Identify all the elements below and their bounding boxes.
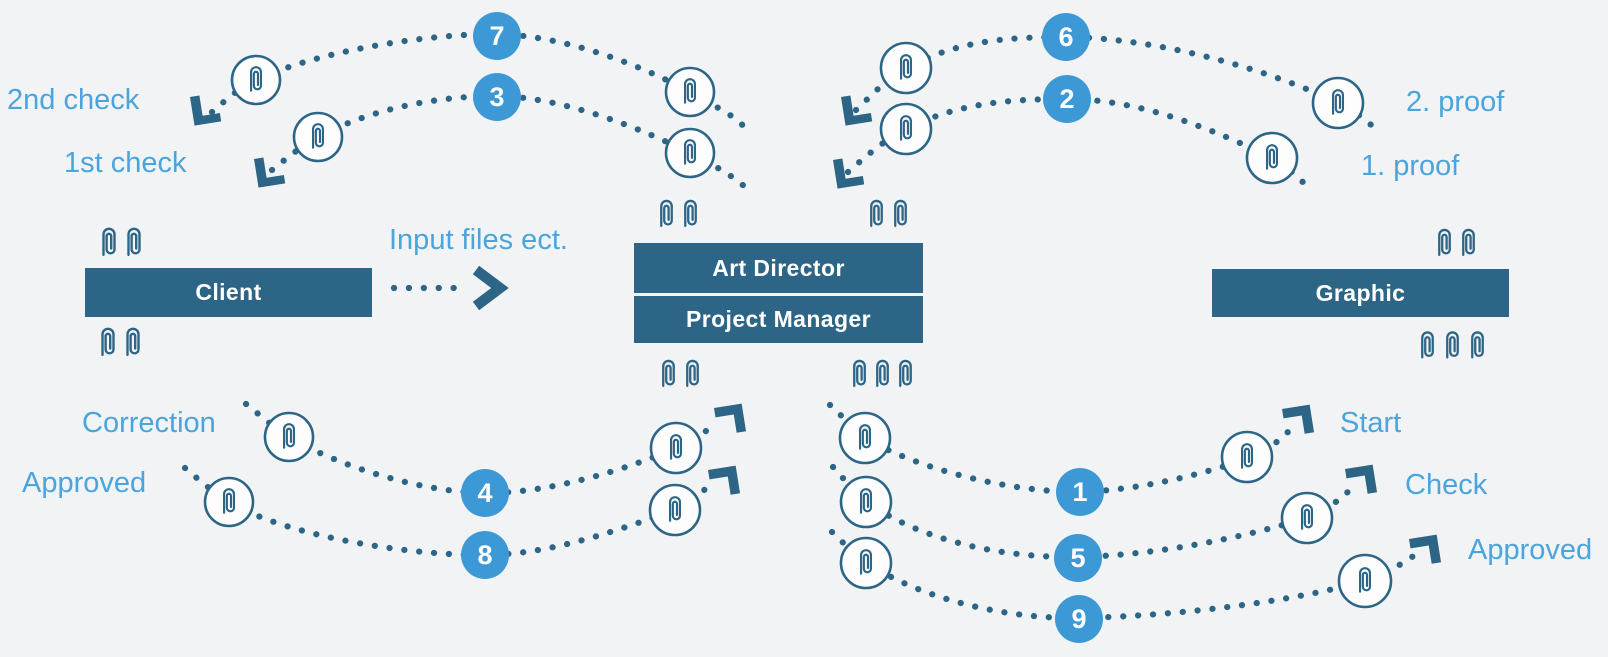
paperclip-badge-icon xyxy=(230,54,282,106)
paperclip-group-projectmanager-bottom-left xyxy=(662,359,699,388)
label-check: Check xyxy=(1405,469,1488,501)
label-input-files: Input files ect. xyxy=(389,224,568,256)
paperclip-icon xyxy=(126,327,140,357)
paperclip-badge-icon xyxy=(879,41,933,95)
paperclip-badge-icon xyxy=(1311,76,1365,130)
paperclip-icon xyxy=(684,199,697,228)
label-correction: Correction xyxy=(82,407,216,439)
paperclip-icon xyxy=(876,359,889,388)
dotted-flow-path-8 xyxy=(181,464,714,559)
paperclip-badge-icon xyxy=(203,476,255,528)
arrow-right-icon xyxy=(472,265,509,311)
paperclip-icon xyxy=(1446,331,1459,359)
step-circle-4: 4 xyxy=(461,469,509,517)
paperclip-icon xyxy=(899,359,912,388)
paperclip-icon xyxy=(1438,228,1451,257)
step-circle-9: 9 xyxy=(1055,595,1103,643)
paperclip-group-client-top xyxy=(102,227,141,257)
step-circle-5: 5 xyxy=(1054,534,1102,582)
paperclip-badge-icon xyxy=(1220,430,1274,484)
arrow-up-right-icon xyxy=(1409,534,1442,567)
art-director-box-label: Art Director xyxy=(712,254,845,281)
client-box: Client xyxy=(85,268,372,317)
paperclip-badge-icon xyxy=(664,127,716,179)
label-approved-client: Approved xyxy=(22,467,147,499)
paperclip-badge-icon xyxy=(1280,491,1334,545)
paperclip-icon xyxy=(660,199,673,228)
paperclip-icon xyxy=(127,227,141,257)
paperclip-badge-icon xyxy=(1245,131,1299,185)
paperclip-icon xyxy=(853,359,866,388)
step-circle-8: 8 xyxy=(461,531,509,579)
paperclip-badge-icon xyxy=(839,475,893,529)
paperclip-badge-icon xyxy=(879,102,933,156)
paperclip-icon xyxy=(1421,331,1434,359)
paperclip-badges xyxy=(203,41,1393,609)
paperclip-group-artdirector-top-right xyxy=(870,199,907,228)
arrow-down-left-icon xyxy=(190,92,222,126)
project-manager-box-label: Project Manager xyxy=(686,306,871,332)
paperclip-badge-icon xyxy=(1337,553,1393,609)
paperclip-group-graphic-bottom xyxy=(1421,331,1484,359)
dotted-flow-path-9 xyxy=(828,528,1419,622)
paperclip-badge-icon xyxy=(292,111,344,163)
project-manager-box: Project Manager xyxy=(634,296,923,343)
arrow-up-right-icon xyxy=(708,465,741,498)
paperclip-icon xyxy=(686,359,699,388)
step-circle-3: 3 xyxy=(473,73,521,121)
paperclip-badge-icon xyxy=(838,411,892,465)
step-circle-7: 7 xyxy=(473,12,521,60)
art-director-box: Art Director xyxy=(634,243,923,293)
paperclip-icon xyxy=(101,327,115,357)
label-start: Start xyxy=(1340,407,1402,439)
step-circle-1: 1 xyxy=(1056,468,1104,516)
paperclip-group-projectmanager-bottom-right xyxy=(853,359,912,388)
paperclip-icon xyxy=(1462,228,1475,257)
graphic-box: Graphic xyxy=(1212,269,1509,317)
paperclip-group-client-bottom xyxy=(101,327,140,357)
arrow-up-right-icon xyxy=(714,403,747,436)
paperclip-icon xyxy=(894,199,907,228)
label-proof-1: 1. proof xyxy=(1361,150,1460,182)
paperclip-badge-icon xyxy=(839,536,893,590)
label-first-check: 1st check xyxy=(64,147,187,179)
paperclip-badge-icon xyxy=(648,483,702,537)
paperclip-group-artdirector-top-left xyxy=(660,199,697,228)
step-circle-6: 6 xyxy=(1042,13,1090,61)
paperclip-badge-icon xyxy=(263,411,315,463)
client-box-label: Client xyxy=(195,279,262,305)
label-approved-graphic: Approved xyxy=(1468,534,1593,566)
paperclip-group-graphic-top xyxy=(1438,228,1475,257)
label-proof-2: 2. proof xyxy=(1406,86,1505,118)
paperclip-badge-icon xyxy=(664,66,716,118)
graphic-box-label: Graphic xyxy=(1315,279,1406,306)
step-circle-2: 2 xyxy=(1043,75,1091,123)
paperclip-icon xyxy=(102,227,116,257)
paperclip-icon xyxy=(1471,331,1484,359)
paperclip-badge-icon xyxy=(649,421,703,475)
label-second-check: 2nd check xyxy=(7,84,140,116)
paperclip-icon xyxy=(662,359,675,388)
paperclip-icon xyxy=(870,199,883,228)
